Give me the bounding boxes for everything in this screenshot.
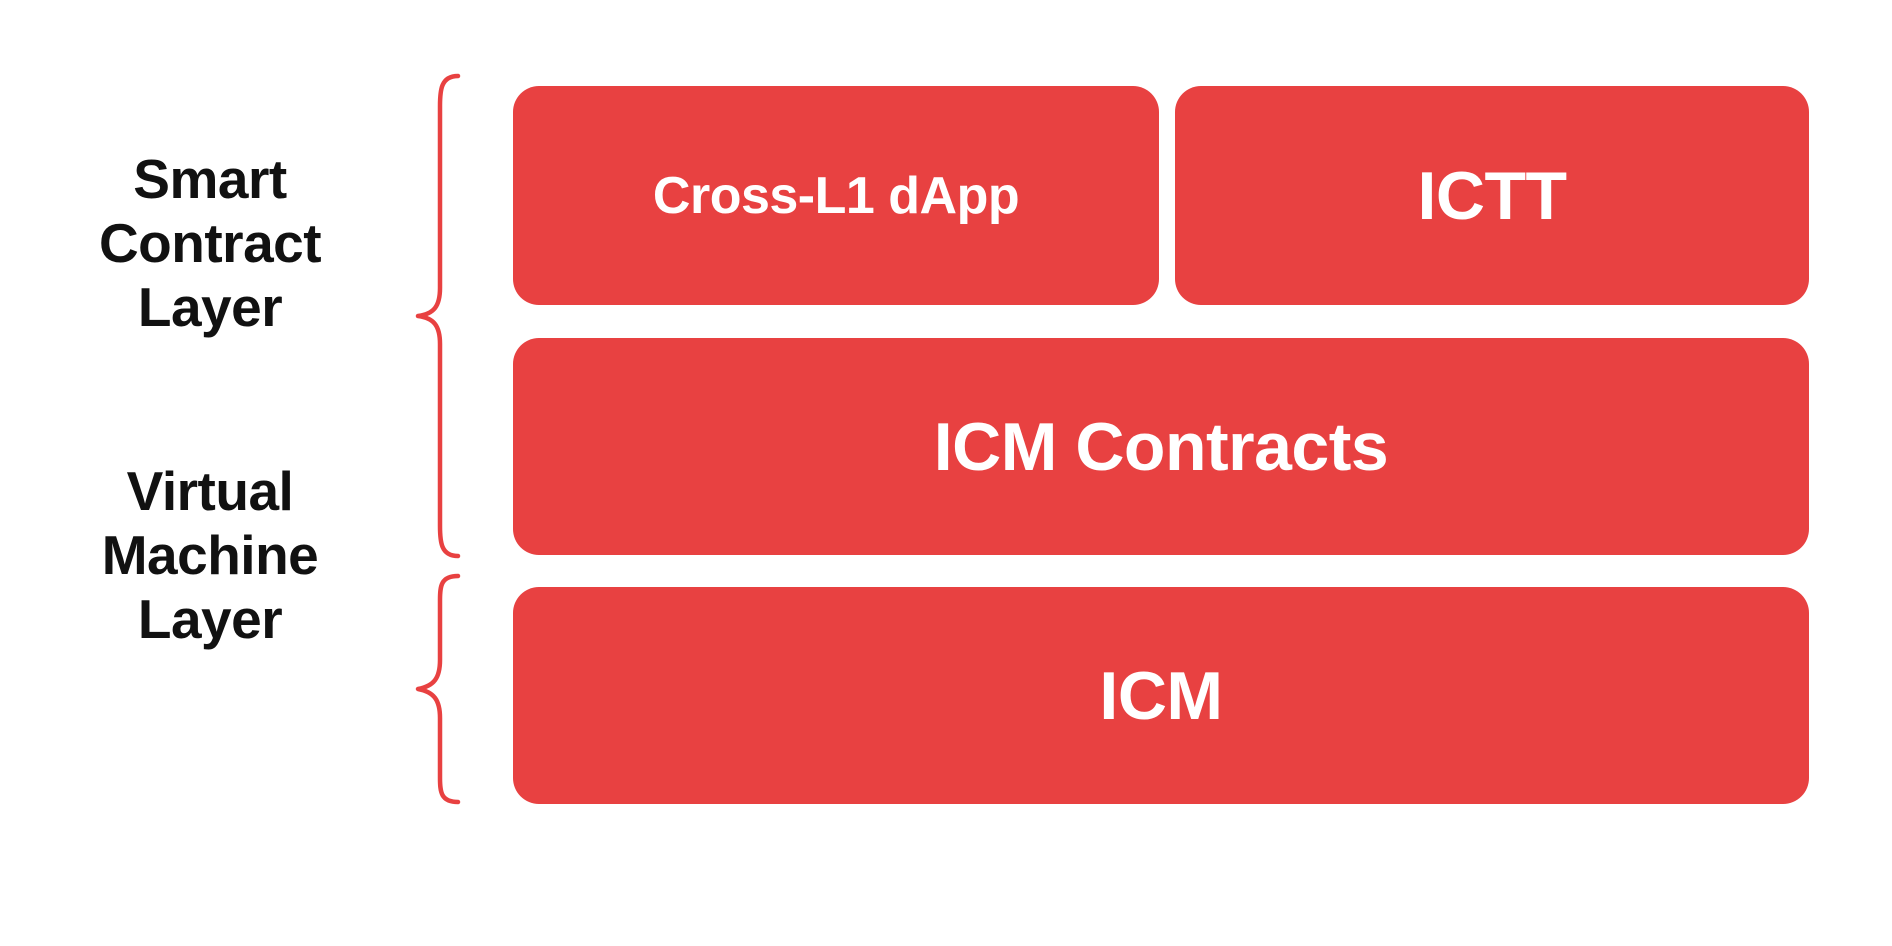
layer-label-virtual-machine: Virtual Machine Layer: [101, 460, 319, 650]
curly-brace-icon-virtual-machine: [415, 573, 461, 805]
curly-brace-icon-smart-contract: [415, 73, 461, 559]
box-icm[interactable]: ICM: [513, 587, 1809, 804]
box-label-ictt: ICTT: [1417, 157, 1567, 234]
box-label-cross-l1-dapp: Cross-L1 dApp: [652, 166, 1020, 225]
box-label-icm: ICM: [1099, 657, 1223, 734]
layer-label-smart-contract: Smart Contract Layer: [98, 148, 322, 338]
box-label-icm-contracts: ICM Contracts: [933, 408, 1389, 485]
box-ictt[interactable]: ICTT: [1175, 86, 1809, 305]
box-icm-contracts[interactable]: ICM Contracts: [513, 338, 1809, 555]
box-cross-l1-dapp[interactable]: Cross-L1 dApp: [513, 86, 1159, 305]
